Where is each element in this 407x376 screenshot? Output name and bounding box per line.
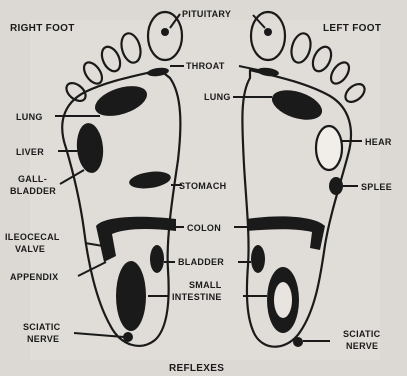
sciatic-left-label-line1: SCIATIC	[23, 322, 61, 332]
left-sciatic-zone	[293, 337, 303, 347]
lung-left-label: LUNG	[204, 92, 231, 102]
pituitary-label: PITUITARY	[182, 9, 231, 19]
right-pituitary-zone	[161, 28, 169, 36]
left-small-intestine-highlight	[274, 282, 292, 318]
left-bladder-zone	[251, 245, 265, 273]
sciatic-right-label-line2: NERVE	[346, 341, 378, 351]
colon-label: COLON	[187, 223, 221, 233]
right-small-intestine-zone	[116, 261, 146, 331]
gallbladder-label-line2: BLADDER	[10, 186, 56, 196]
small-intestine-label-line1: SMALL	[189, 280, 222, 290]
right-foot-label: RIGHT FOOT	[10, 23, 75, 34]
left-pituitary-zone	[264, 28, 272, 36]
lung-right-label: LUNG	[16, 112, 43, 122]
right-sciatic-zone	[123, 332, 133, 342]
bladder-label: BLADDER	[178, 257, 224, 267]
small-intestine-label-line2: INTESTINE	[172, 292, 222, 302]
ileocecal-label-line2: VALVE	[15, 244, 45, 254]
throat-label: THROAT	[186, 61, 225, 71]
stomach-label: STOMACH	[179, 181, 226, 191]
sciatic-left-label-line2: NERVE	[27, 334, 59, 344]
ileocecal-label-line1: ILEOCECAL	[5, 232, 60, 242]
sciatic-right-label-line1: SCIATIC	[343, 329, 381, 339]
left-heart-zone	[316, 126, 342, 170]
liver-label: LIVER	[16, 147, 44, 157]
appendix-label: APPENDIX	[10, 272, 58, 282]
spleen-label: SPLEE	[361, 182, 392, 192]
right-bladder-zone	[150, 245, 164, 273]
left-spleen-zone	[329, 177, 343, 195]
gallbladder-label-line1: GALL-	[18, 174, 47, 184]
heart-label: HEAR	[365, 137, 392, 147]
left-foot-label: LEFT FOOT	[323, 23, 381, 34]
caption-label: REFLEXES	[169, 363, 224, 374]
